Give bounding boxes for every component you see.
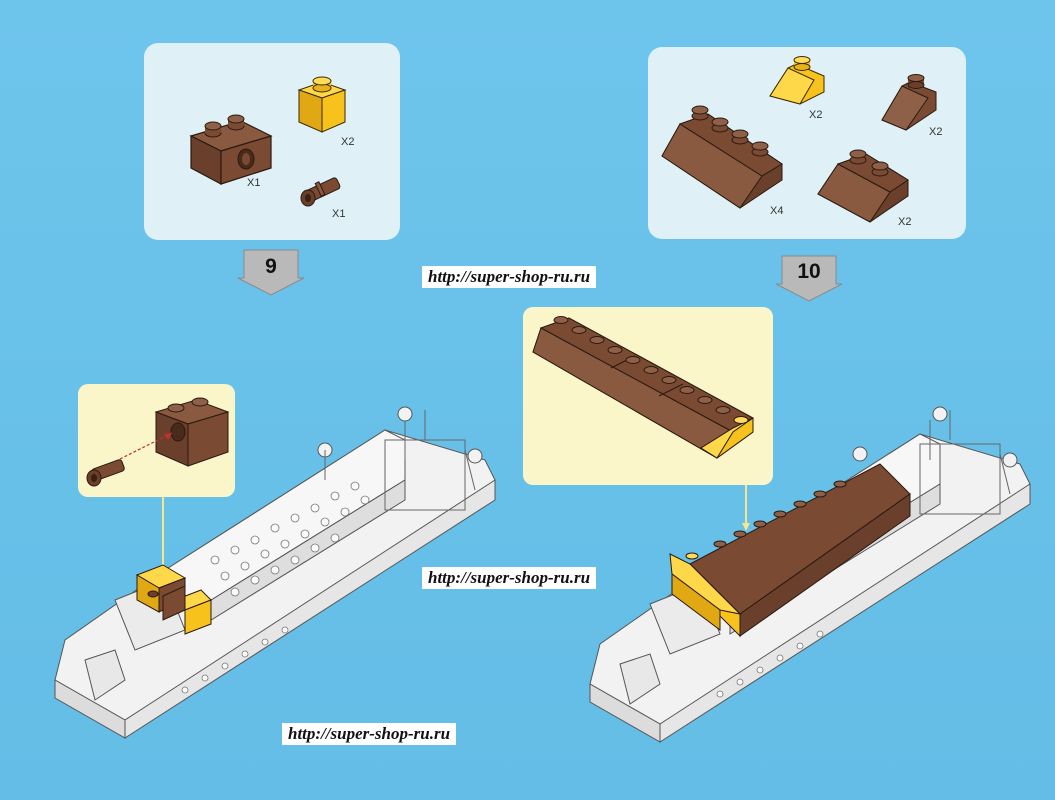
brown-slope-2x2-icon (817, 149, 909, 223)
quantity-label: X2 (898, 216, 912, 228)
step-10-arrow-icon (775, 255, 843, 302)
step-number: 9 (265, 255, 277, 278)
callout-roof-assembly-icon (532, 316, 754, 459)
quantity-label: X4 (770, 205, 784, 217)
quantity-label: X2 (929, 126, 943, 138)
brown-technic-brick-1x2-icon (189, 114, 273, 185)
step-9-parts-panel (144, 43, 400, 240)
watermark-url: http://super-shop-ru.ru (282, 723, 457, 745)
quantity-label: X2 (809, 109, 823, 121)
brown-slope-2x4-icon (661, 105, 783, 209)
step-10-train-model-icon (589, 406, 1031, 743)
quantity-label: X1 (247, 177, 261, 189)
watermark-url: http://super-shop-ru.ru (422, 567, 597, 589)
insert-direction-arrow-icon (119, 432, 173, 460)
callout-pointer-line (162, 497, 164, 575)
callout-brown-technic-brick-icon (154, 397, 230, 467)
yellow-brick-1x1-icon (297, 76, 347, 133)
quantity-label: X2 (341, 136, 355, 148)
step-9-train-model-icon (54, 406, 496, 739)
callout-brown-technic-pin-icon (86, 459, 125, 487)
step-number: 10 (797, 260, 821, 283)
yellow-slope-1x2-icon (769, 56, 825, 105)
brown-technic-pin-icon (300, 177, 341, 207)
watermark-url: http://super-shop-ru.ru (422, 266, 597, 288)
step-9-arrow-icon (237, 249, 305, 296)
callout-pointer-line (742, 485, 750, 531)
brown-slope-1x2-icon (881, 74, 937, 131)
quantity-label: X1 (332, 208, 346, 220)
